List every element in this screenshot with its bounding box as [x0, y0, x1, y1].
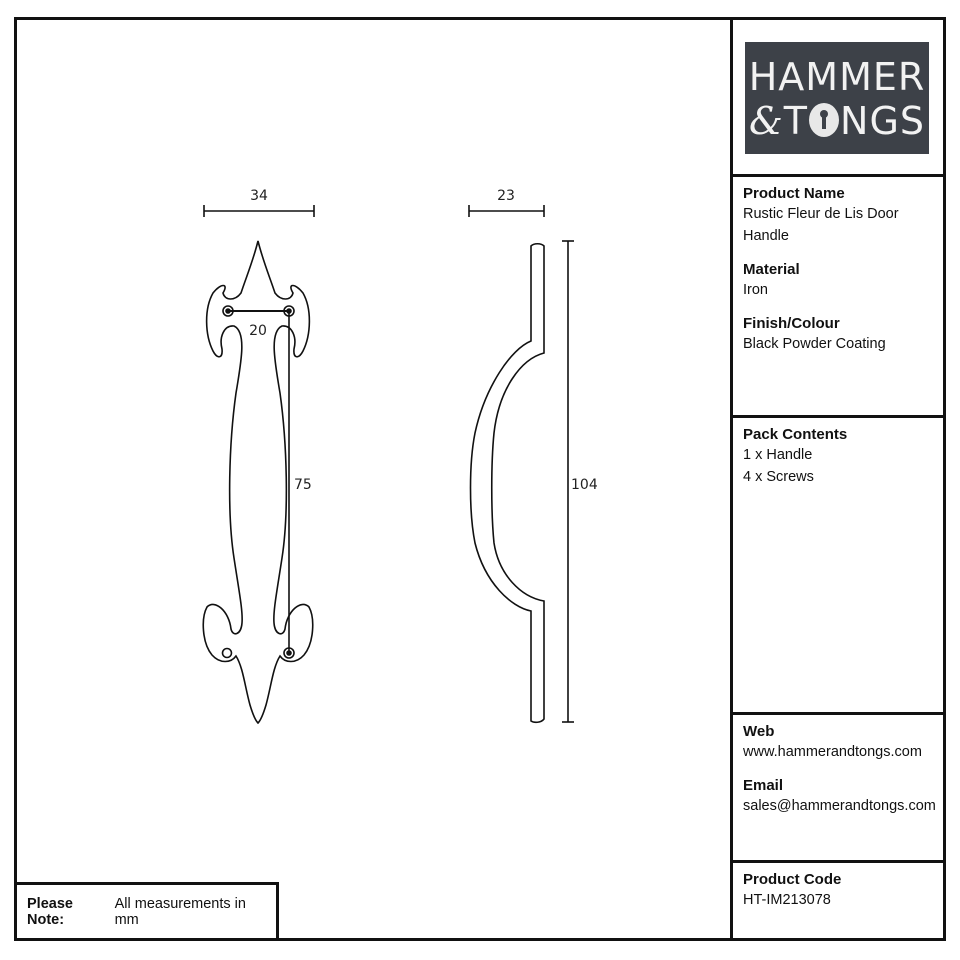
product-code-value: HT-IM213078 — [743, 892, 831, 908]
product-name-label: Product Name — [743, 185, 845, 202]
measurement-note: Please Note: All measurements in mm — [17, 882, 279, 938]
material-block: Material Iron — [743, 261, 933, 301]
pack-contents-item: 4 x Screws — [743, 469, 814, 485]
material-label: Material — [743, 261, 800, 278]
overall-height-label: 104 — [571, 477, 598, 493]
info-panel: HAMMER &T NGS Product Name Rustic Fleur d… — [730, 20, 943, 938]
web-link[interactable]: www.hammerandtongs.com — [743, 744, 922, 760]
hole-spacing-vertical-label: 75 — [294, 477, 312, 493]
product-name-value-line2: Handle — [743, 228, 789, 244]
web-label: Web — [743, 723, 775, 740]
finish-label: Finish/Colour — [743, 315, 840, 332]
keyhole-icon — [809, 103, 840, 137]
email-block: Email sales@hammerandtongs.com — [743, 777, 936, 817]
email-link[interactable]: sales@hammerandtongs.com — [743, 798, 936, 814]
screw-hole-bottom-left — [221, 647, 233, 659]
product-code-cell: Product Code HT-IM213078 — [733, 863, 943, 938]
technical-drawing: 34 20 75 23 104 — [202, 188, 598, 725]
logo-cell: HAMMER &T NGS — [733, 20, 943, 177]
note-text: All measurements in mm — [114, 895, 246, 928]
logo-letters-ngs: NGS — [840, 99, 926, 143]
spec-sheet: 34 20 75 23 104 Please Note: All measure… — [14, 17, 946, 941]
finish-block: Finish/Colour Black Powder Coating — [743, 315, 933, 355]
side-depth-label: 23 — [497, 188, 515, 204]
logo-line-2: &T NGS — [745, 102, 929, 140]
pack-contents-label: Pack Contents — [743, 426, 848, 443]
email-label: Email — [743, 777, 784, 794]
logo-ampersand: & — [748, 99, 784, 143]
front-width-label: 34 — [250, 188, 268, 204]
finish-value: Black Powder Coating — [743, 336, 886, 352]
logo-line-1: HAMMER — [748, 55, 926, 99]
brand-logo: HAMMER &T NGS — [745, 42, 929, 154]
note-label: Please Note: — [27, 895, 73, 928]
contact-cell: Web www.hammerandtongs.com Email sales@h… — [733, 715, 943, 863]
product-details-cell: Product Name Rustic Fleur de Lis Door Ha… — [733, 177, 943, 418]
product-code-label: Product Code — [743, 871, 842, 888]
technical-drawing-area: 34 20 75 23 104 Please Note: All measure… — [17, 20, 733, 938]
material-value: Iron — [743, 282, 768, 298]
product-name-block: Product Name Rustic Fleur de Lis Door Ha… — [743, 185, 933, 247]
pack-contents-item: 1 x Handle — [743, 447, 813, 463]
logo-letter-t: T — [783, 99, 809, 143]
hole-spacing-horizontal-label: 20 — [249, 323, 267, 339]
pack-contents-cell: Pack Contents 1 x Handle 4 x Screws — [733, 418, 943, 715]
front-view-handle-outline — [202, 240, 314, 725]
side-view-handle-outline — [469, 242, 545, 724]
web-block: Web www.hammerandtongs.com — [743, 723, 933, 763]
product-name-value-line1: Rustic Fleur de Lis Door — [743, 206, 899, 222]
